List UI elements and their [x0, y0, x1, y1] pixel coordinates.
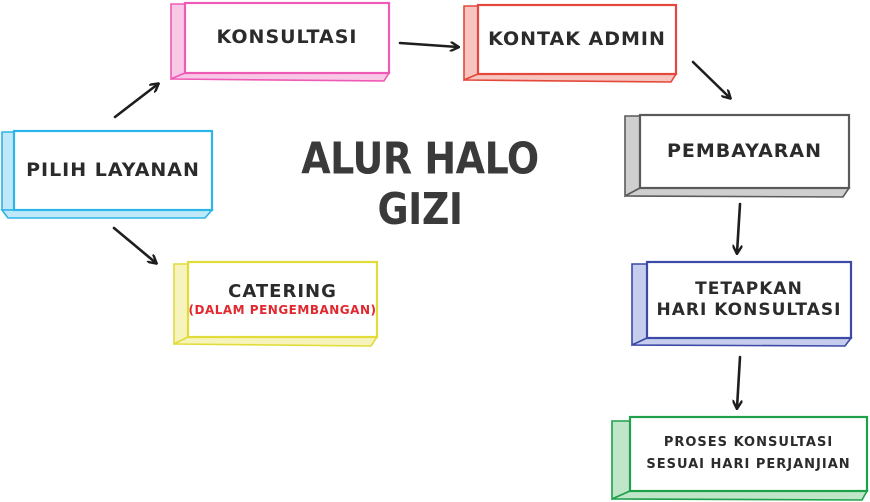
- arrow-kontak-admin-to-pembayaran: [691, 60, 730, 98]
- node-pilih-layanan: [0, 129, 214, 219]
- node-pilih-layanan-label: PILIH LAYANAN: [26, 158, 200, 181]
- arrow-tetapkan-to-proses: [737, 355, 740, 408]
- node-tetapkan: [631, 260, 853, 347]
- node-pilih-layanan-text: PILIH LAYANAN: [14, 131, 212, 210]
- arrow-pilih-to-catering: [112, 226, 156, 263]
- node-konsultasi-text: KONSULTASI: [185, 3, 389, 73]
- node-proses-line1: PROSES KONSULTASI: [663, 434, 834, 450]
- node-catering: [173, 260, 379, 347]
- node-proses-text: PROSES KONSULTASI SESUAI HARI PERJANJIAN: [630, 417, 867, 491]
- node-catering-text: CATERING (DALAM PENGEMBANGAN): [188, 262, 377, 337]
- node-kontak-admin-text: KONTAK ADMIN: [478, 5, 676, 74]
- arrow-pembayaran-to-tetapkan: [737, 202, 740, 253]
- node-proses: [611, 415, 869, 501]
- node-catering-label: CATERING: [228, 280, 337, 302]
- node-catering-note: (DALAM PENGEMBANGAN): [188, 303, 377, 318]
- node-pembayaran: [624, 113, 851, 198]
- arrow-konsultasi-to-kontak-admin: [398, 43, 458, 47]
- node-pembayaran-text: PEMBAYARAN: [640, 115, 849, 188]
- diagram-title: ALUR HALO GIZI: [301, 133, 539, 235]
- node-tetapkan-line1: TETAPKAN: [695, 278, 803, 299]
- node-konsultasi-label: KONSULTASI: [216, 26, 358, 49]
- node-tetapkan-line2: HARI KONSULTASI: [656, 300, 842, 320]
- arrow-pilih-to-konsultasi: [113, 84, 158, 119]
- node-kontak-admin: [463, 3, 678, 83]
- node-proses-line2: SESUAI HARI PERJANJIAN: [646, 457, 851, 472]
- node-pembayaran-label: PEMBAYARAN: [666, 139, 823, 162]
- node-konsultasi: [170, 1, 391, 82]
- node-kontak-admin-label: KONTAK ADMIN: [488, 27, 666, 50]
- node-tetapkan-text: TETAPKAN HARI KONSULTASI: [647, 262, 851, 338]
